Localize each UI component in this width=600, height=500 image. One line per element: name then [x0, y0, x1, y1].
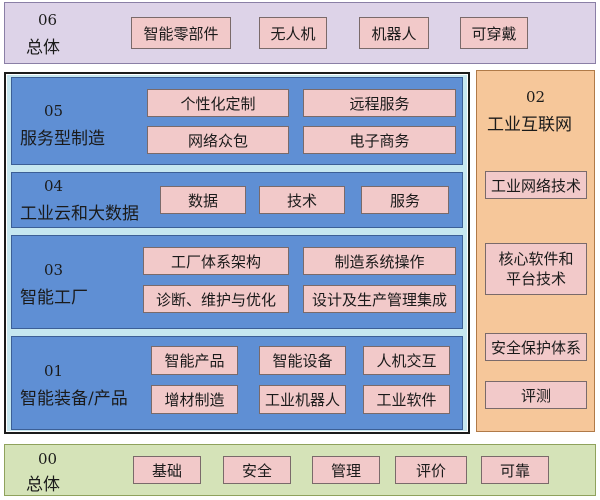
layer-01-item-industrial-software: 工业软件: [363, 385, 450, 414]
layer-03-title: 智能工厂: [20, 288, 88, 308]
layer-03-item-system-operation: 制造系统操作: [303, 247, 456, 275]
layer-03-item-factory-architecture: 工厂体系架构: [143, 247, 289, 275]
layer-04-number: 04: [44, 177, 64, 195]
layer-03-number: 03: [44, 261, 64, 279]
layer-05-item-remote-service: 远程服务: [303, 89, 456, 117]
bottom-band-title: 总体: [26, 475, 60, 495]
layer-01-item-hci: 人机交互: [363, 346, 450, 375]
top-item-wearable: 可穿戴: [460, 17, 528, 49]
layer-05-title: 服务型制造: [20, 129, 105, 149]
bottom-item-safety: 安全: [223, 456, 291, 484]
layer-01-number: 01: [44, 362, 64, 380]
top-band-number: 06: [38, 11, 58, 29]
right-item-security-system: 安全保护体系: [485, 333, 587, 361]
layer-01-item-smart-product: 智能产品: [151, 346, 238, 375]
layer-01-title: 智能装备/产品: [20, 389, 128, 409]
right-item-core-software-platform: 核心软件和平台技术: [485, 243, 587, 295]
right-item-evaluation: 评测: [485, 381, 587, 409]
bottom-item-foundation: 基础: [133, 456, 201, 484]
layer-04-item-data: 数据: [160, 186, 246, 214]
layer-05-item-customization: 个性化定制: [147, 89, 289, 117]
layer-05-number: 05: [44, 102, 64, 120]
top-item-smart-parts: 智能零部件: [131, 17, 231, 49]
layer-05-item-ecommerce: 电子商务: [303, 126, 456, 154]
layer-01-item-industrial-robot: 工业机器人: [259, 385, 346, 414]
right-column-title: 工业互联网: [487, 115, 572, 135]
bottom-item-management: 管理: [312, 456, 380, 484]
layer-03-item-diagnosis-maintenance: 诊断、维护与优化: [143, 285, 289, 313]
bottom-band-number: 00: [38, 450, 58, 468]
top-item-robot: 机器人: [359, 17, 429, 49]
right-item-network-tech: 工业网络技术: [485, 171, 587, 199]
top-band-title: 总体: [26, 38, 60, 58]
layer-05-item-crowdsourcing: 网络众包: [147, 126, 289, 154]
layer-01-item-smart-device: 智能设备: [259, 346, 346, 375]
right-column-number: 02: [526, 88, 546, 106]
top-item-drone: 无人机: [259, 17, 327, 49]
layer-04-item-service: 服务: [361, 186, 449, 214]
bottom-item-reliability: 可靠: [481, 456, 549, 484]
layer-04-item-technology: 技术: [259, 186, 345, 214]
layer-04-title: 工业云和大数据: [20, 204, 139, 224]
bottom-item-evaluation: 评价: [395, 456, 467, 484]
layer-01-item-additive-manufacturing: 增材制造: [151, 385, 238, 414]
layer-03-item-design-production-integration: 设计及生产管理集成: [303, 285, 456, 313]
